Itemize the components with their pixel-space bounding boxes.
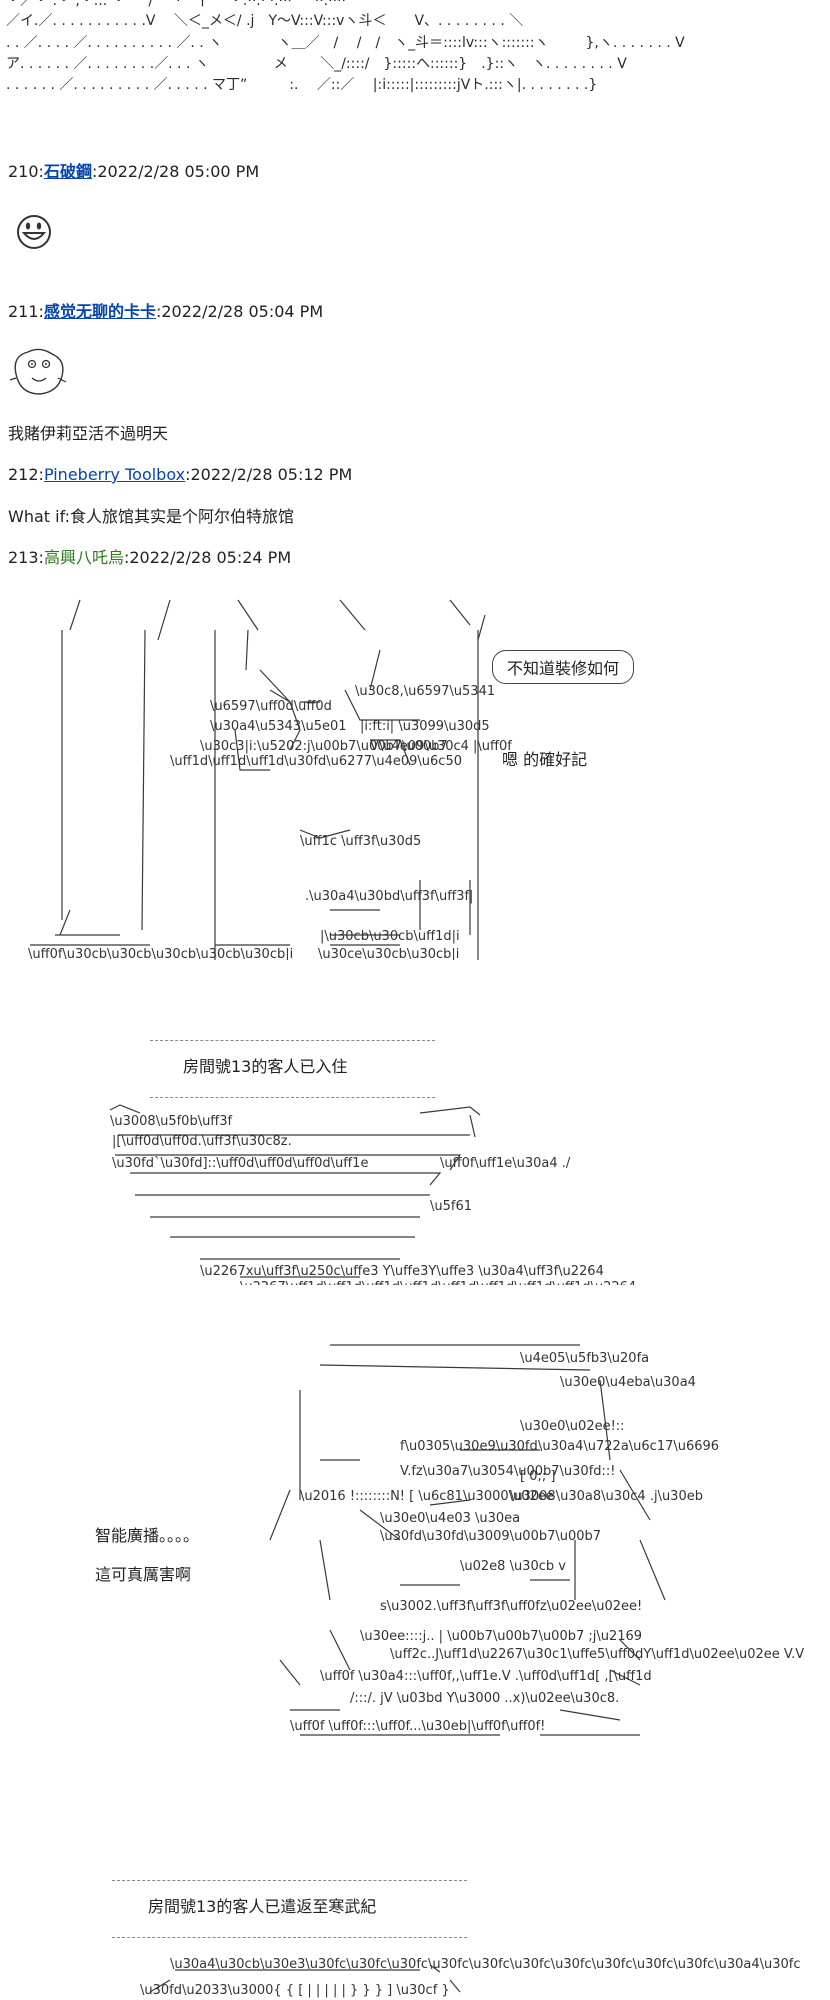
svg-text:\u30e0\u4e03 \u30ea: \u30e0\u4e03 \u30ea [380,1511,520,1526]
speech-bubble: 不知道裝修如何 [492,650,635,684]
svg-text:\u2267xu\uff3f\u250c\uffe3 Y\u: \u2267xu\uff3f\u250c\uffe3 Y\uffe3Y\uffe… [200,1264,604,1279]
svg-text:\u6597\uff0d\uff0d: \u6597\uff0d\uff0d [210,699,332,714]
bottom-ascii-art: \u30a4\u30cb\u30e3\u30fc\u30fc\u30fc\u30… [140,1957,801,1998]
svg-text:|[\uff0d\uff0d.\uff3f\u30c8z.: |[\uff0d\uff0d.\uff3f\u30c8z. [112,1134,292,1149]
post-time: 2022/2/28 05:04 PM [161,302,324,321]
svg-text:\u3008\u5f0b\uff3f: \u3008\u5f0b\uff3f [110,1114,233,1129]
poster-name-link[interactable]: 石破鋼 [43,162,92,181]
art-line: . . ／. . . . ／. . . . . . . . . . ／. . ヽ… [6,35,685,51]
dialogue-line: 這可真厲害啊 [95,1565,192,1584]
svg-text:\u02e8 \u30cb v: \u02e8 \u30cb v [460,1559,566,1574]
announcement-sign: 房間號13的客人已入住 [150,1040,435,1098]
dialogue-line: 智能廣播。。。。 [95,1526,200,1545]
svg-text:V.fz\u30a7\u3054\u00b7\u30fd::: V.fz\u30a7\u3054\u00b7\u30fd::! [400,1464,616,1479]
post-time: 2022/2/28 05:24 PM [129,548,292,567]
counter-ascii-art: \u3008\u5f0b\uff3f |[\uff0d\uff0d.\uff3f… [109,1104,636,1285]
svg-text:[ 0;; ]: [ 0;; ] [520,1469,555,1484]
svg-text:\u30e0\u02ee!::: \u30e0\u02ee!:: [520,1419,625,1434]
post-header: 210:石破鋼:2022/2/28 05:00 PM [8,162,260,181]
post-time: 2022/2/28 05:12 PM [190,465,353,484]
post-header: 213:高興八吒烏:2022/2/28 05:24 PM [8,548,292,567]
post-header: 211:感觉无聊的卡卡:2022/2/28 05:04 PM [8,302,324,321]
post-time: 2022/2/28 05:00 PM [97,162,260,181]
poster-name-link[interactable]: 感觉无聊的卡卡 [43,302,156,321]
svg-text:\uff2c..J\uff1d\u2267\u30c1\uf: \uff2c..J\uff1d\u2267\u30c1\uffe5\uff0dY… [390,1647,804,1662]
svg-text:\u30fd\u30fd\u3009\u00b7\u00b7: \u30fd\u30fd\u3009\u00b7\u00b7 [380,1529,601,1544]
svg-text:\u30c8,\u6597\u5341: \u30c8,\u6597\u5341 [355,684,495,699]
post-number: 211 [8,302,39,321]
svg-text:\uff0f\uff1e\u30a4 ./: \uff0f\uff1e\u30a4 ./ [440,1156,571,1171]
svg-text:\u3008\u30a8\u30c4 .j\u30eb: \u3008\u30a8\u30c4 .j\u30eb [510,1489,703,1504]
svg-text:\u30e0\u4eba\u30a4: \u30e0\u4eba\u30a4 [560,1375,696,1390]
svg-text:\uff1d\uff1d\uff1d\u30fd\u6277: \uff1d\uff1d\uff1d\u30fd\u6277\u4e09\u6c… [170,754,462,769]
announcement-text: 房間號13的客人已入住 [183,1057,348,1076]
top-ascii-art: ・／・ .・ ,・... ・ / · † ｀ ・.··.· ·.··· ··.·… [0,0,830,100]
svg-text:\uff1c \uff3f\u30d5: \uff1c \uff3f\u30d5 [300,834,421,849]
dialogue-line: 嗯 的確好記 [502,750,588,769]
post-body: What if:食人旅馆其实是个阿尔伯特旅馆 [8,507,295,526]
smiley-sticker-icon [17,215,51,249]
svg-text:\u30a4\u30cb\u30e3\u30fc\u30fc: \u30a4\u30cb\u30e3\u30fc\u30fc\u30fc\u30… [170,1957,801,1972]
poster-name: 高興八吒烏 [43,548,124,567]
svg-text:/:::/. jV \u03bd Y\u3000 ..x)\: /:::/. jV \u03bd Y\u3000 ..x)\u02ee\u30c… [350,1691,619,1706]
ascii-art-girl-scene: \u4e05\u5fb3\u20fa \u30e0\u4eba\u30a4 \u… [0,1340,830,1750]
svg-text:\u30ce\u30cb\u30cb|i: \u30ce\u30cb\u30cb|i [318,947,459,960]
svg-text:\u30c3|i:\u5202:j\u00b7\u00b7\: \u30c3|i:\u5202:j\u00b7\u00b7\u00b7 [200,739,448,754]
svg-text:\uff0f \u30a4:::\uff0f,,\uff1e: \uff0f \u30a4:::\uff0f,,\uff1e.V .\uff0d… [320,1669,652,1684]
svg-text:\u30fd`\u30fd]::\uff0d\uff0d\u: \u30fd`\u30fd]::\uff0d\uff0d\uff0d\uff1e [112,1156,368,1171]
svg-text:\u5f61: \u5f61 [430,1199,472,1214]
svg-text:V\u4e09\u30c4 |\uff0f: V\u4e09\u30c4 |\uff0f [370,739,512,754]
doodle-face-sticker-icon [9,348,67,395]
art-line: ア. . . . . . ／. . . . . . . .／. . . ヽ メ … [6,56,627,72]
post-number: 210 [8,162,39,181]
svg-text:\u4e05\u5fb3\u20fa: \u4e05\u5fb3\u20fa [520,1351,649,1366]
svg-text:\u30ee::::j.. | \u00b7\u00b7\u: \u30ee::::j.. | \u00b7\u00b7\u00b7 ;j\u2… [360,1629,642,1644]
svg-text:\u30fd\u2033\u3000{ { [ | | |: \u30fd\u2033\u3000{ { [ | | | | | } } } … [140,1983,450,1998]
svg-text:\u2016 !::::::::N! [ \u6c81\u: \u2016 !::::::::N! [ \u6c81\u3000\u02ee [300,1489,554,1504]
announcement-text: 房間號13的客人已遣返至寒武紀 [148,1897,377,1916]
post-number: 213 [8,548,39,567]
svg-text:\u30a4\u722a\u6c17\u6696: \u30a4\u722a\u6c17\u6696 [538,1439,719,1454]
svg-text:|i:ft:i| \u3099\u30d5: |i:ft:i| \u3099\u30d5 [360,719,490,734]
svg-text:\uff0f \uff0f:::\uff0f...\u30e: \uff0f \uff0f:::\uff0f...\u30eb|\uff0f\u… [290,1719,545,1734]
art-line: ・／・ .・ ,・... ・ / · † ｀ ・.··.· ·.··· ··.·… [6,0,346,9]
room-scene-art: \u6597\uff0d\uff0d \u30c8,\u6597\u5341 \… [28,599,512,960]
svg-text:.\u30a4\u30bd\uff3f\uff3f|: .\u30a4\u30bd\uff3f\uff3f| [305,889,473,904]
svg-text:\uff0f\u30cb\u30cb\u30cb\u30cb: \uff0f\u30cb\u30cb\u30cb\u30cb\u30cb|i [28,947,293,960]
svg-text:s\u3002.\uff3f\uff3f\uff0fz\u0: s\u3002.\uff3f\uff3f\uff0fz\u02ee\u02ee! [380,1599,642,1614]
art-line: ／イ.／. . . . . . . . . . .V ＼＜_メ＜/ .j Y～V… [6,13,524,29]
art-line: . . . . . . ／. . . . . . . . . ／. . . . … [6,77,598,93]
ascii-art-room-scene: \u6597\uff0d\uff0d \u30c8,\u6597\u5341 \… [0,590,830,960]
svg-text:\u2267\uff1d\uff1d\uff1d\uff1d: \u2267\uff1d\uff1d\uff1d\uff1d\uff1d\uff… [240,1280,636,1285]
girl-scene-art: \u4e05\u5fb3\u20fa \u30e0\u4eba\u30a4 \u… [269,1344,804,1736]
post-body: 我賭伊莉亞活不過明天 [8,424,169,443]
poster-name-link[interactable]: Pineberry Toolbox [43,465,186,484]
announcement-sign: 房間號13的客人已遣返至寒武紀 [112,1880,467,1938]
svg-text:|\u30cb\u30cb\uff1d|i: |\u30cb\u30cb\uff1d|i [320,929,460,944]
svg-text:\u30a4\u5343\u5e01: \u30a4\u5343\u5e01 [210,719,347,734]
post-header: 212:Pineberry Toolbox:2022/2/28 05:12 PM [8,465,353,484]
svg-text:f\u0305\u30e9\u30fd: f\u0305\u30e9\u30fd [400,1439,538,1454]
post-number: 212 [8,465,39,484]
